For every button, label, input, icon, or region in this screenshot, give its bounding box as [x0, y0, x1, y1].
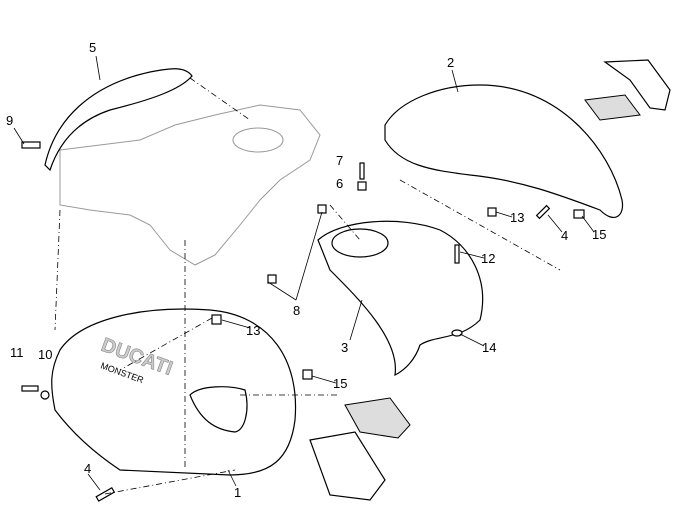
callout-13-lower: 13 — [246, 323, 261, 338]
callout-6: 6 — [336, 176, 344, 191]
fasteners — [21, 141, 585, 502]
callout-9: 9 — [6, 113, 14, 128]
callout-5: 5 — [89, 40, 97, 55]
callout-11: 11 — [10, 345, 24, 360]
callout-1: 1 — [234, 485, 242, 500]
part-1-tank-shell — [51, 308, 297, 476]
tank-window — [189, 386, 248, 433]
assembly-lines — [13, 55, 595, 495]
callout-8: 8 — [293, 303, 301, 318]
callout-10: 10 — [38, 347, 53, 362]
callout-15-upper: 15 — [592, 227, 607, 242]
part-2-upper-cover — [384, 84, 624, 218]
tank-base-frame — [59, 104, 321, 266]
callout-4-lower: 4 — [84, 461, 92, 476]
callout-13-upper: 13 — [510, 210, 525, 225]
part-5-side-cover — [44, 68, 193, 172]
callout-4-upper: 4 — [561, 228, 569, 243]
callout-12: 12 — [481, 251, 496, 266]
mesh-pad-top — [584, 94, 641, 121]
mesh-pad-bottom — [344, 397, 411, 439]
part-trim-top-right — [603, 59, 671, 111]
fuel-cap-opening — [331, 228, 389, 258]
callout-2: 2 — [447, 55, 455, 70]
pad-frame-bottom — [309, 431, 386, 501]
callout-14: 14 — [482, 340, 497, 355]
fuel-cap-ring — [232, 127, 284, 153]
callout-15-lower: 15 — [333, 376, 348, 391]
callout-7: 7 — [336, 153, 344, 168]
callout-3: 3 — [341, 340, 349, 355]
